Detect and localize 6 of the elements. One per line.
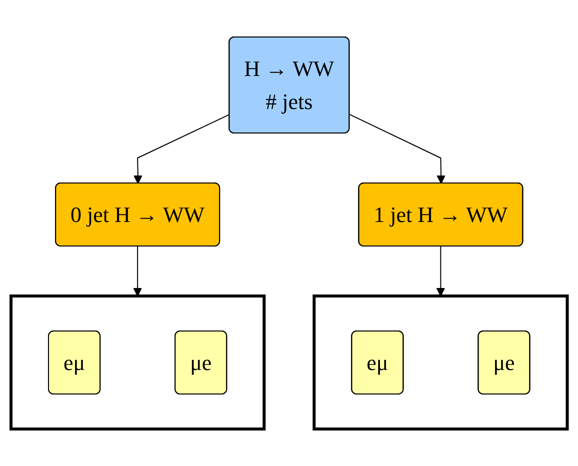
arrow	[349, 114, 446, 184]
arrow	[133, 246, 142, 296]
cluster	[9, 294, 266, 430]
cluster	[312, 294, 569, 430]
arrow	[133, 114, 230, 184]
arrow	[436, 246, 445, 296]
